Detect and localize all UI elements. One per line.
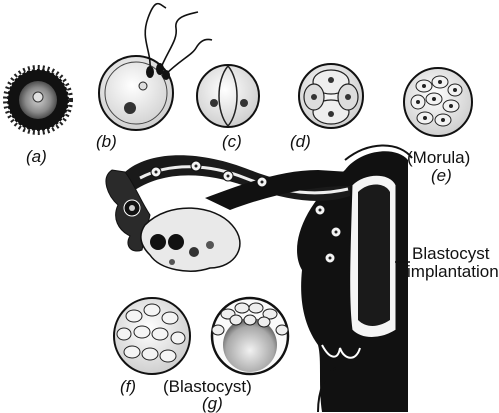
label-d: (d) xyxy=(290,133,311,151)
label-d-text: (d) xyxy=(290,132,311,151)
label-c: (c) xyxy=(222,133,242,151)
label-c-text: (c) xyxy=(222,132,242,151)
label-f-text: (f) xyxy=(120,377,136,396)
label-implantation-line2: implantation xyxy=(407,263,499,281)
blastocyst-stage-g xyxy=(212,298,288,374)
label-e-text: (e) xyxy=(431,166,452,185)
two-cell-stage-c xyxy=(197,65,259,127)
early-blastocyst-stage-f xyxy=(114,298,190,374)
fertilization-stage-b xyxy=(99,4,212,130)
label-g-text: (g) xyxy=(202,394,223,413)
label-g: (g) xyxy=(202,395,223,413)
four-cell-stage-d xyxy=(299,64,363,128)
label-b: (b) xyxy=(96,133,117,151)
label-b-text: (b) xyxy=(96,132,117,151)
label-a-text: (a) xyxy=(26,147,47,166)
ovum-stage-a xyxy=(5,67,71,133)
label-morula: (Morula) xyxy=(407,149,470,167)
label-implantation-line1: Blastocyst xyxy=(412,245,489,263)
label-a: (a) xyxy=(26,148,47,166)
morula-stage-e xyxy=(404,68,472,136)
label-f: (f) xyxy=(120,378,136,396)
label-e: (e) xyxy=(431,167,452,185)
